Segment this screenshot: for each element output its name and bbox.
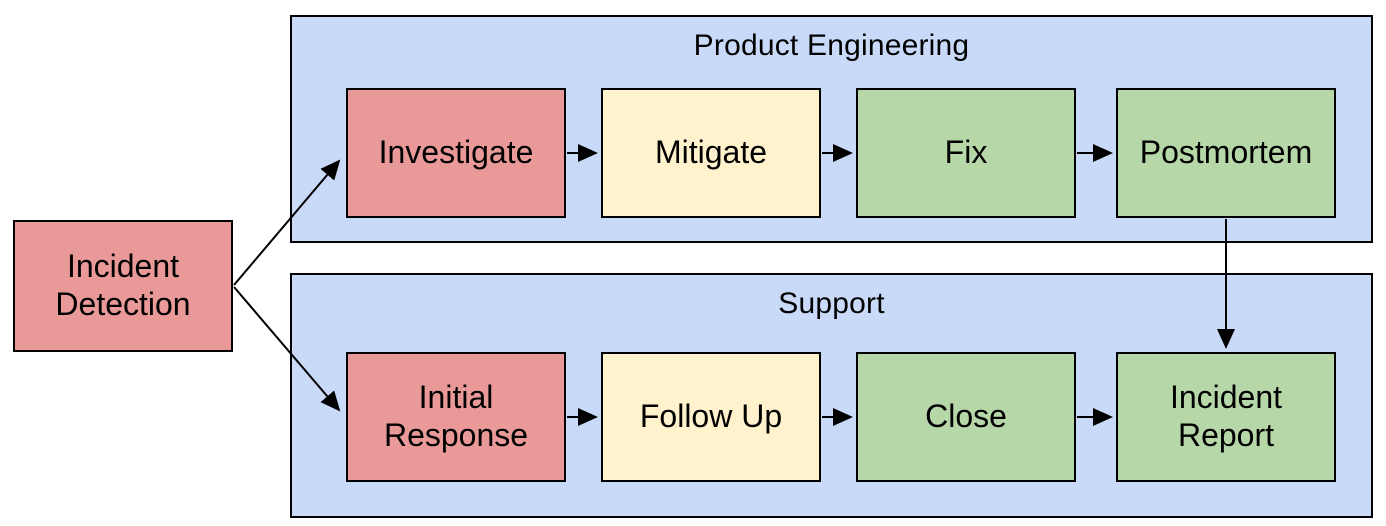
node-label: Investigate xyxy=(378,134,534,171)
node-label: Initial Response xyxy=(383,379,529,453)
node-mitigate: Mitigate xyxy=(601,88,821,218)
node-label: Incident Report xyxy=(1169,379,1283,453)
node-label: Incident Detection xyxy=(55,248,191,322)
node-close: Close xyxy=(856,352,1076,482)
node-label: Follow Up xyxy=(639,398,783,435)
group-title-product-engineering: Product Engineering xyxy=(693,29,970,62)
node-postmortem: Postmortem xyxy=(1116,88,1336,218)
node-fix: Fix xyxy=(856,88,1076,218)
node-label: Fix xyxy=(944,134,988,171)
node-follow-up: Follow Up xyxy=(601,352,821,482)
node-initial-response: Initial Response xyxy=(346,352,566,482)
node-incident-report: Incident Report xyxy=(1116,352,1336,482)
node-incident-detection: Incident Detection xyxy=(13,220,233,352)
group-support: Support Initial Response Follow Up Close… xyxy=(290,273,1373,518)
node-label: Mitigate xyxy=(654,134,768,171)
group-title-support: Support xyxy=(778,287,885,320)
node-investigate: Investigate xyxy=(346,88,566,218)
node-label: Close xyxy=(925,398,1007,435)
group-product-engineering: Product Engineering Investigate Mitigate… xyxy=(290,15,1373,243)
node-label: Postmortem xyxy=(1139,134,1313,171)
